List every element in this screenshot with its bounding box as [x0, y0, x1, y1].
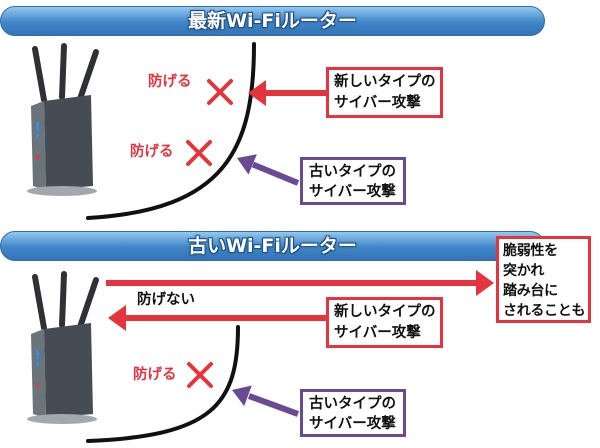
- router-led-red: [35, 383, 40, 387]
- box-line: されることも: [503, 303, 586, 319]
- arrow-shaft: [251, 161, 300, 186]
- router-body-front: [44, 95, 93, 190]
- arrow-head: [248, 80, 266, 106]
- banner-title: 古いWi-Fiルーター: [188, 235, 357, 257]
- router-body-side: [31, 329, 46, 418]
- new-attack-arrow: [248, 80, 326, 106]
- box-line: サイバー攻撃: [334, 325, 421, 341]
- old-attack-arrow: [232, 385, 300, 417]
- defense-line: [86, 42, 256, 220]
- box-line: 古いタイプの: [309, 396, 396, 412]
- old-attack-box: 古いタイプの サイバー攻撃: [300, 389, 406, 437]
- wifi-router-icon: [27, 43, 99, 196]
- old-attack-arrow: [237, 154, 300, 186]
- new-attack-box: 新しいタイプの サイバー攻撃: [326, 67, 443, 118]
- arrow-shaft: [247, 393, 300, 417]
- router-stand: [27, 186, 97, 196]
- cross-stroke: [207, 79, 233, 105]
- banner-old-router: 古いWi-Fiルーター: [0, 231, 545, 261]
- cross-mark-icon: [207, 79, 233, 105]
- router-antenna-right: [77, 49, 99, 102]
- cross-stroke: [187, 362, 213, 388]
- cross-stroke: [186, 140, 212, 166]
- box-line: サイバー攻撃: [334, 95, 421, 111]
- breach-arrow: [106, 270, 494, 296]
- new-attack-arrow: [108, 305, 326, 331]
- router-stand: [27, 414, 97, 424]
- router-antenna-left: [32, 274, 47, 331]
- banner-latest-router: 最新Wi-Fiルーター: [0, 6, 545, 36]
- banner-title: 最新Wi-Fiルーター: [188, 10, 357, 32]
- wifi-router-icon: [27, 271, 99, 424]
- router-body-front: [44, 323, 93, 418]
- router-led-blue: [36, 122, 39, 131]
- arrow-head: [232, 385, 252, 407]
- router-antenna-right: [77, 277, 99, 330]
- box-line: 踏み台に: [503, 283, 558, 299]
- defense-line: [86, 325, 240, 443]
- cross-mark-icon: [187, 362, 213, 388]
- router-body-side: [31, 101, 46, 190]
- box-line: サイバー攻撃: [309, 416, 396, 432]
- box-line: 突かれ: [503, 263, 545, 279]
- new-attack-box: 新しいタイプの サイバー攻撃: [326, 297, 443, 348]
- not-blocked-label: 防げない: [137, 292, 195, 308]
- router-led-blue: [36, 350, 39, 359]
- box-line: 脆弱性を: [503, 243, 558, 259]
- router-antenna-middle: [59, 43, 67, 100]
- arrow-head: [476, 270, 494, 296]
- arrow-head: [237, 154, 257, 175]
- router-antenna-middle: [59, 271, 67, 328]
- box-line: 古いタイプの: [309, 164, 396, 180]
- box-line: サイバー攻撃: [309, 184, 396, 200]
- box-line: 新しいタイプの: [334, 74, 436, 90]
- blocked-label: 防げる: [133, 367, 177, 383]
- blocked-label: 防げる: [148, 74, 192, 90]
- cross-mark-icon: [186, 140, 212, 166]
- blocked-label: 防げる: [130, 144, 174, 160]
- box-line: 新しいタイプの: [334, 304, 436, 320]
- old-attack-box: 古いタイプの サイバー攻撃: [300, 157, 406, 205]
- consequence-box: 脆弱性を 突かれ 踏み台に されることも: [496, 236, 591, 323]
- router-antenna-left: [32, 46, 47, 103]
- arrow-head: [108, 305, 126, 331]
- router-led-red: [35, 155, 40, 159]
- router-led-blue: [36, 134, 39, 138]
- router-led-blue: [36, 362, 39, 366]
